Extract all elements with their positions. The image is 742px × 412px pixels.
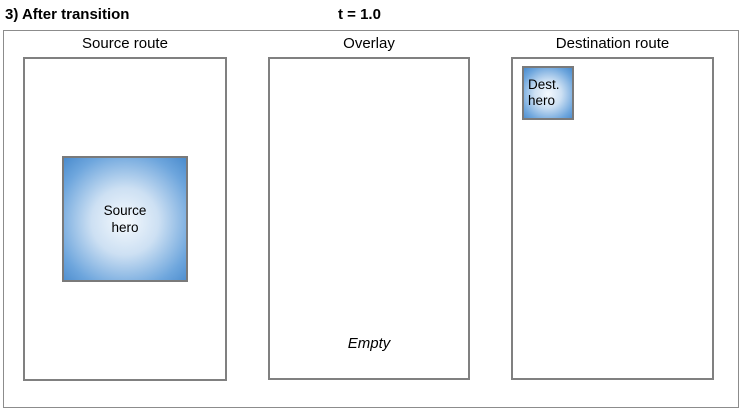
time-value: t = 1.0 (338, 6, 381, 23)
overlay-empty-text: Empty (347, 335, 391, 352)
source-route-label: Source route (82, 35, 168, 52)
destination-route-label: Destination route (555, 35, 670, 52)
destination-route-panel: Dest. hero (511, 57, 714, 380)
step-title: 3) After transition (5, 6, 130, 23)
destination-hero-box: Dest. hero (522, 66, 574, 120)
overlay-panel: Empty (268, 57, 470, 380)
overlay-label: Overlay (343, 35, 395, 52)
source-route-panel: Source hero (23, 57, 227, 381)
stage-frame: Source route Overlay Destination route S… (3, 30, 739, 408)
source-hero-box: Source hero (62, 156, 188, 282)
